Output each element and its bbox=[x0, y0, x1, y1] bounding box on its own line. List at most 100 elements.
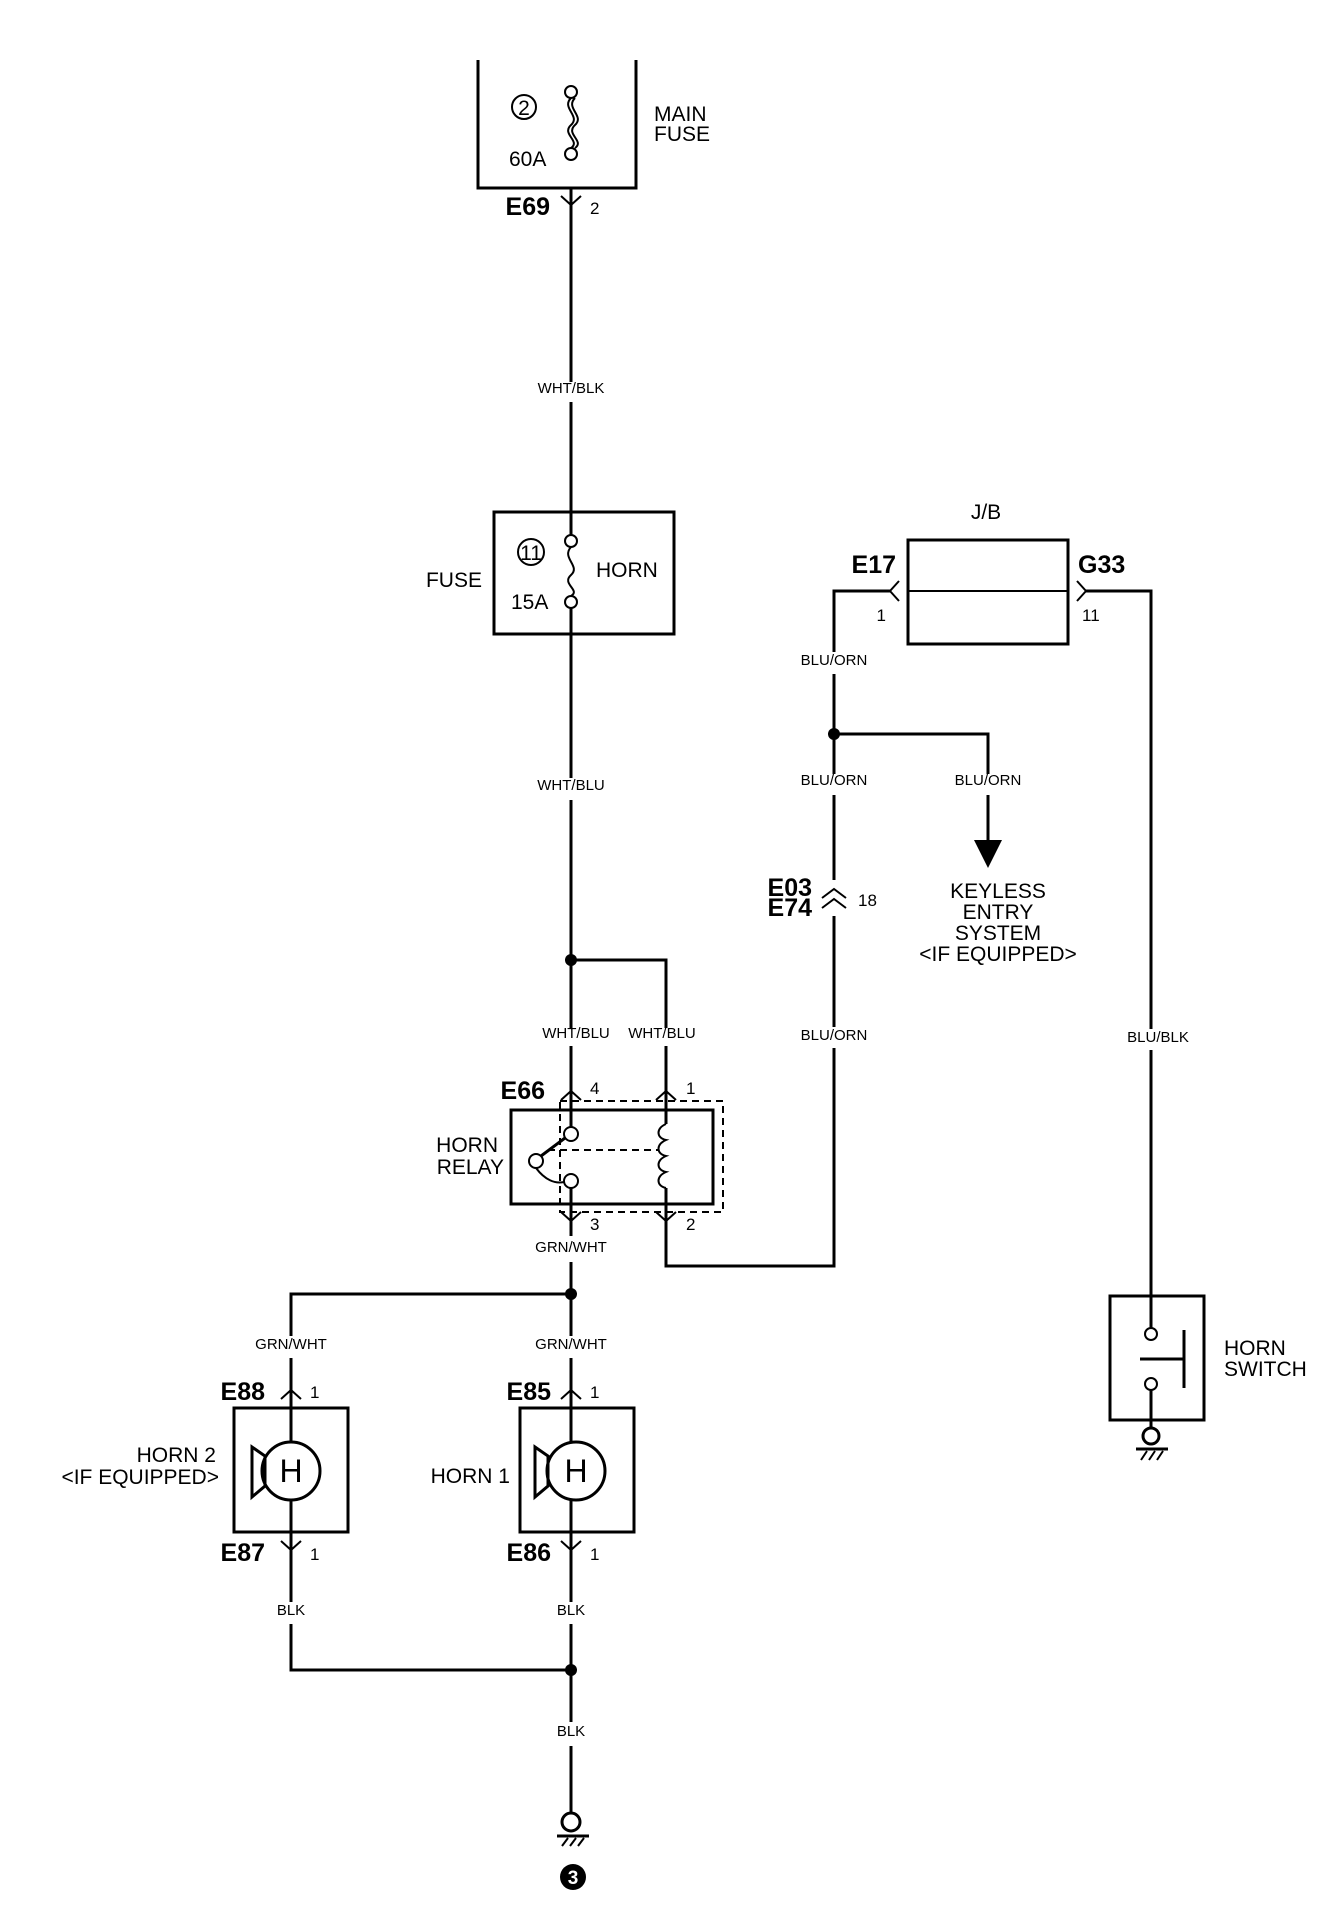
connector-e66-pin1-icon bbox=[655, 1089, 677, 1101]
wire-label-blu-orn-top: BLU/ORN bbox=[801, 652, 868, 669]
main-fuse-terminal-top bbox=[564, 85, 578, 99]
connector-e85-label: E85 bbox=[507, 1378, 552, 1406]
main-fuse-number: 2 bbox=[518, 97, 530, 120]
wire-label-wht-blu-relay4: WHT/BLU bbox=[542, 1025, 610, 1042]
wire-label-blu-orn-mid: BLU/ORN bbox=[801, 772, 868, 789]
wire-wht-blu-branch bbox=[571, 958, 668, 1028]
connector-g33-label: G33 bbox=[1078, 551, 1125, 579]
horn-switch-label-line2: SWITCH bbox=[1224, 1358, 1307, 1381]
keyless-line2: ENTRY bbox=[963, 901, 1034, 924]
connector-e66-pin4: 4 bbox=[590, 1079, 599, 1098]
horn-switch-contact-top bbox=[1144, 1327, 1158, 1341]
connector-e86-label: E86 bbox=[507, 1539, 551, 1567]
horn-relay-contact-common bbox=[528, 1153, 544, 1169]
horn-relay-dashed-outline bbox=[559, 1100, 724, 1213]
wire-label-wht-blu-relay1: WHT/BLU bbox=[628, 1025, 696, 1042]
horn-fuse-number: 11 bbox=[520, 542, 542, 565]
connector-g33-pin: 11 bbox=[1082, 606, 1100, 625]
wire-label-blu-blk: BLU/BLK bbox=[1127, 1029, 1189, 1046]
connector-e03-pin: 18 bbox=[858, 891, 877, 910]
horn-1-letter: H bbox=[564, 1453, 587, 1489]
horn-2-label-line2: <IF EQUIPPED> bbox=[61, 1466, 219, 1489]
horn-relay: E66 4 1 HORN RELAY 3 2 bbox=[436, 1077, 724, 1234]
connector-e66-pin2: 2 bbox=[686, 1215, 695, 1234]
ground-number: 3 bbox=[568, 1868, 579, 1889]
horn-2: E88 1 H HORN 2 <IF EQUIPPED> E87 1 bbox=[61, 1378, 350, 1567]
wire-blu-blk-upper bbox=[1086, 589, 1153, 1029]
connector-e17-icon bbox=[888, 580, 900, 602]
wire-blu-orn-from-jb bbox=[832, 589, 890, 652]
horn-fuse-number-circle bbox=[517, 538, 545, 566]
horn-relay-coil-icon bbox=[657, 1123, 670, 1189]
wire-label-grn-wht-horn1: GRN/WHT bbox=[535, 1336, 607, 1353]
horn-1: E85 1 H HORN 1 E86 1 bbox=[431, 1378, 636, 1567]
keyless-line4: <IF EQUIPPED> bbox=[919, 943, 1077, 966]
wire-label-blk-ground: BLK bbox=[557, 1723, 585, 1740]
connector-e86-pin: 1 bbox=[590, 1545, 599, 1564]
horn-fuse: 11 15A HORN FUSE bbox=[426, 510, 676, 636]
horn-relay-contact-bottom bbox=[563, 1173, 579, 1189]
connector-e17-pin: 1 bbox=[877, 606, 886, 625]
splice-blk bbox=[565, 1664, 577, 1676]
horn-relay-switch-arm bbox=[540, 1136, 566, 1158]
wire-label-blk-horn1: BLK bbox=[557, 1602, 585, 1619]
connector-e87-pin: 1 bbox=[310, 1545, 319, 1564]
horn-relay-label-line1: HORN bbox=[436, 1134, 498, 1157]
wire-label-blk-horn2: BLK bbox=[277, 1602, 305, 1619]
connector-e85-icon bbox=[560, 1388, 582, 1400]
connector-g33-icon bbox=[1076, 580, 1088, 602]
connector-e66-label: E66 bbox=[501, 1077, 545, 1105]
horn-switch-label-line1: HORN bbox=[1224, 1337, 1286, 1360]
connector-e17-label: E17 bbox=[852, 551, 896, 579]
horn-fuse-name: HORN bbox=[596, 559, 658, 582]
main-fuse-terminal-bottom bbox=[564, 147, 578, 161]
ground-symbol-icon: 3 bbox=[557, 1811, 589, 1890]
main-fuse-rating: 60A bbox=[509, 148, 546, 171]
wire-label-grn-wht-horn2: GRN/WHT bbox=[255, 1336, 327, 1353]
connector-e69: E69 2 bbox=[506, 193, 600, 221]
connector-e03-e74-icon bbox=[821, 887, 847, 899]
connector-e74-label: E74 bbox=[768, 894, 813, 922]
connector-e69-label: E69 bbox=[506, 193, 550, 221]
main-fuse: 2 60A MAIN FUSE bbox=[476, 60, 710, 190]
main-fuse-label-line1: MAIN bbox=[654, 103, 707, 126]
connector-e88-icon bbox=[280, 1388, 302, 1400]
horn-fuse-label: FUSE bbox=[426, 569, 482, 592]
keyless-arrow-icon bbox=[974, 840, 1002, 868]
wire-blk-horn2-return bbox=[289, 1624, 571, 1672]
horn-fuse-rating: 15A bbox=[511, 591, 548, 614]
ground-number-badge bbox=[560, 1864, 586, 1890]
connector-e03-label: E03 bbox=[768, 874, 812, 902]
wire-label-grn-wht-relay: GRN/WHT bbox=[535, 1239, 607, 1256]
horn-relay-contact-top bbox=[563, 1126, 579, 1142]
wire-grn-wht-horn2-branch bbox=[289, 1292, 571, 1336]
connector-e87-label: E87 bbox=[221, 1539, 265, 1567]
wire-label-blu-orn-branch: BLU/ORN bbox=[955, 772, 1022, 789]
connector-e03-e74: E03 E74 18 bbox=[768, 874, 877, 922]
main-fuse-element-icon bbox=[567, 97, 575, 149]
wire-label-blu-orn-bottom: BLU/ORN bbox=[801, 1027, 868, 1044]
keyless-line1: KEYLESS bbox=[950, 880, 1046, 903]
connector-e85-pin: 1 bbox=[590, 1383, 599, 1402]
connector-e66-pin4-icon bbox=[560, 1089, 582, 1101]
horn-fuse-element-icon bbox=[567, 546, 575, 597]
connector-e66-pin3: 3 bbox=[590, 1215, 599, 1234]
wire-label-wht-blu-main: WHT/BLU bbox=[537, 777, 605, 794]
horn-switch-contact-bottom bbox=[1144, 1377, 1158, 1391]
wire-relay-coil-ground-return bbox=[664, 1048, 836, 1268]
horn-relay-label-line2: RELAY bbox=[437, 1156, 504, 1179]
horn-switch-ground-icon bbox=[1136, 1420, 1168, 1461]
connector-e69-pin: 2 bbox=[590, 199, 599, 218]
horn-1-label: HORN 1 bbox=[431, 1465, 510, 1488]
junction-box-label: J/B bbox=[971, 501, 1001, 524]
main-fuse-number-circle bbox=[511, 94, 537, 120]
horn-fuse-terminal-top bbox=[564, 534, 578, 548]
wire-label-wht-blk: WHT/BLK bbox=[538, 380, 605, 397]
connector-e88-label: E88 bbox=[221, 1378, 266, 1406]
horn-switch: HORN SWITCH bbox=[1108, 1294, 1307, 1422]
horn-fuse-terminal-bottom bbox=[564, 595, 578, 609]
junction-box: J/B E17 1 G33 11 bbox=[852, 501, 1125, 646]
horn-2-label-line1: HORN 2 bbox=[137, 1444, 216, 1467]
keyless-line3: SYSTEM bbox=[955, 922, 1041, 945]
